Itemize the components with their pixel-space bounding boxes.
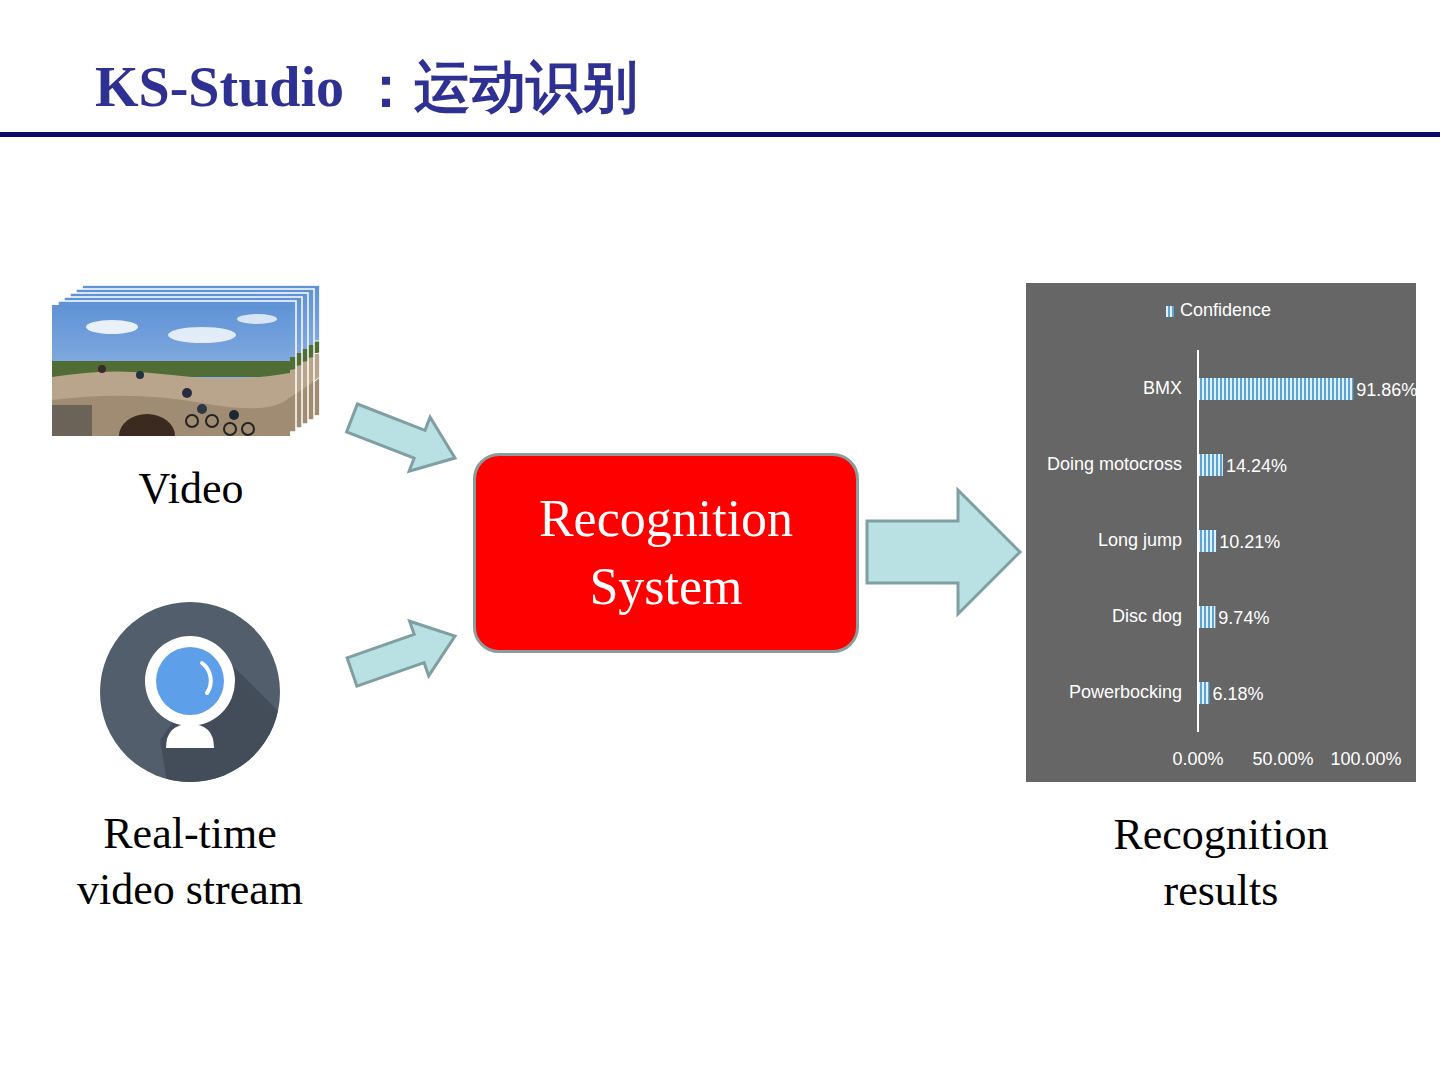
category-label: Long jump <box>1098 530 1182 552</box>
category-label: Powerbocking <box>1069 682 1182 704</box>
chart-axis <box>1197 350 1199 732</box>
axis-tick: 100.00% <box>1330 749 1401 771</box>
value-label: 6.18% <box>1212 684 1263 706</box>
stream-source: Real-time video stream <box>60 600 320 919</box>
bar-chart <box>1026 283 1416 782</box>
value-label: 9.74% <box>1218 608 1269 630</box>
block-arrow <box>347 621 455 686</box>
chart-panel <box>1026 283 1416 782</box>
video-source: Video <box>52 283 330 517</box>
category-label: Doing motocross <box>1047 454 1182 476</box>
process-box: Recognition System <box>473 453 859 653</box>
value-label: 10.21% <box>1219 532 1280 554</box>
result-panel: Recognition results <box>1026 283 1416 920</box>
legend-sample <box>1166 306 1174 317</box>
page-title: KS-Studio ：运动识别 <box>95 50 638 126</box>
node-caption: Video <box>52 461 330 517</box>
axis-tick: 50.00% <box>1252 749 1313 771</box>
block-arrow <box>867 490 1020 614</box>
category-label: Disc dog <box>1112 606 1182 628</box>
confidence-bar <box>1199 378 1353 400</box>
video-frames <box>52 285 320 458</box>
confidence-bar <box>1199 454 1223 476</box>
node-caption: Real-time video stream <box>60 806 320 919</box>
webcam-icon <box>100 602 300 800</box>
value-label: 91.86% <box>1356 380 1417 402</box>
confidence-bar <box>1199 530 1216 552</box>
confidence-bar <box>1199 606 1215 628</box>
block-arrow <box>347 404 455 471</box>
value-label: 14.24% <box>1226 456 1287 478</box>
chart-bars <box>1199 378 1353 704</box>
category-label: BMX <box>1143 378 1182 400</box>
box-label: Recognition System <box>494 485 838 620</box>
title-rule <box>0 132 1440 137</box>
legend-text: Confidence <box>1180 300 1271 322</box>
confidence-bar <box>1199 682 1209 704</box>
axis-tick: 0.00% <box>1172 749 1223 771</box>
node-caption: Recognition results <box>1086 807 1356 920</box>
